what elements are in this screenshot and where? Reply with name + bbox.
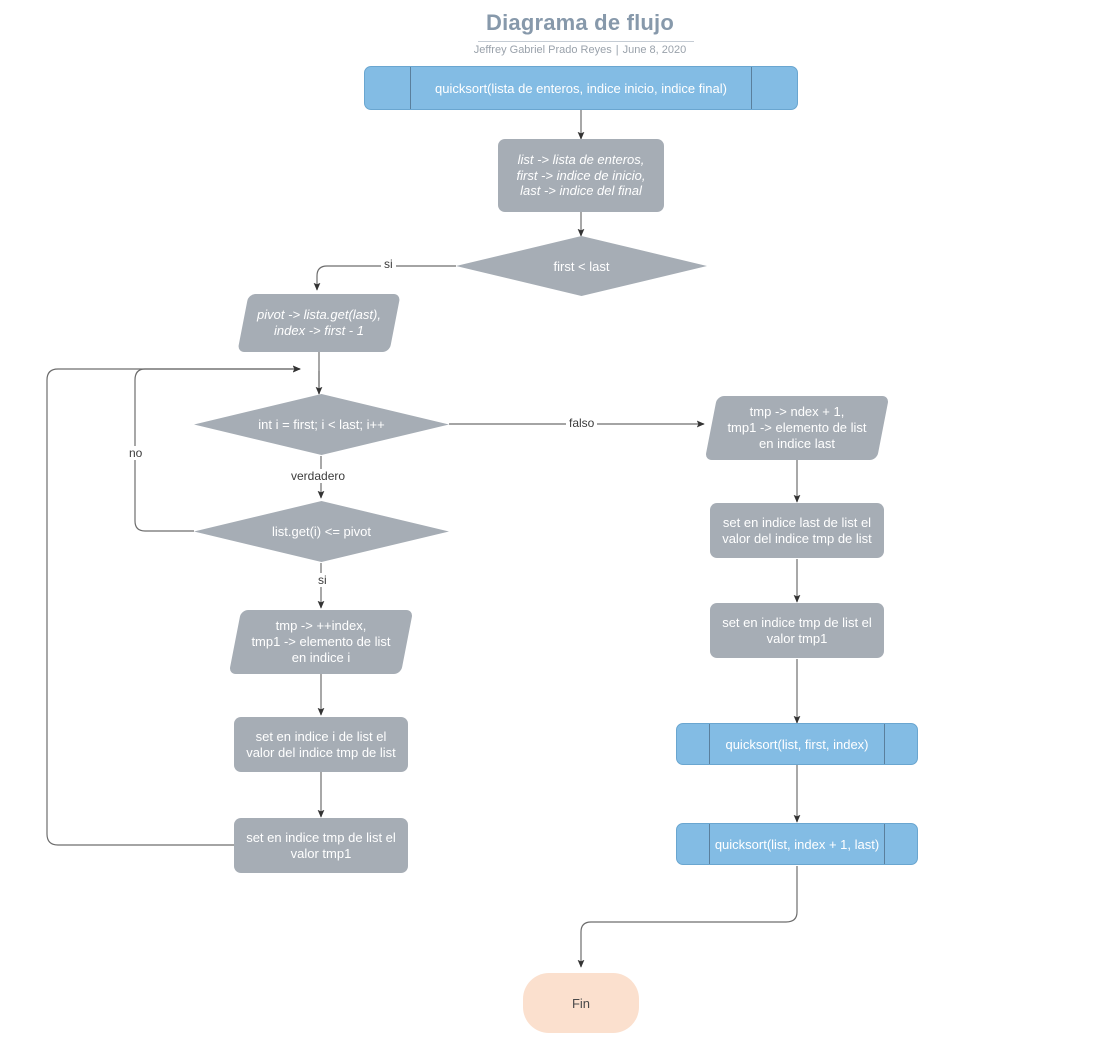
page-title: Diagrama de flujo (486, 10, 674, 35)
node-tmp-outer[interactable]: tmp -> ndex + 1,tmp1 -> elemento de list… (704, 396, 890, 460)
title-divider (478, 41, 694, 42)
edge-recurseright-to-fin (577, 866, 798, 968)
node-recursive-quicksort-left[interactable]: quicksort(list, first, index) (676, 723, 918, 765)
edge-label-falso: falso (566, 416, 598, 430)
author-name: Jeffrey Gabriel Prado Reyes (473, 44, 612, 56)
node-label: first < last (553, 258, 610, 274)
node-pivot-init[interactable]: pivot -> lista.get(last),index -> first … (237, 294, 401, 352)
subroutine-right-bar (884, 724, 885, 764)
edge-label-no: no (126, 446, 146, 460)
page-subtitle: Jeffrey Gabriel Prado Reyes|June 8, 2020 (380, 44, 780, 56)
node-decision-first-lt-last[interactable]: first < last (456, 236, 707, 296)
edge-label-si-cmp: si (315, 573, 330, 587)
subroutine-left-bar (410, 67, 411, 109)
node-label: Fin (571, 995, 591, 1011)
node-decision-for-loop[interactable]: int i = first; i < last; i++ (194, 394, 449, 455)
subroutine-right-bar (751, 67, 752, 109)
node-label: pivot -> lista.get(last),index -> first … (257, 307, 381, 338)
edge-loopback-settmp-to-forloop (46, 365, 301, 846)
edge-decision-si-to-pivot (313, 265, 456, 291)
node-label: int i = first; i < last; i++ (258, 417, 385, 432)
node-entry-quicksort-call[interactable]: quicksort(lista de enteros, indice inici… (364, 66, 798, 110)
node-label: quicksort(lista de enteros, indice inici… (435, 80, 727, 96)
subroutine-left-bar (709, 724, 710, 764)
edge-label-verdadero: verdadero (288, 469, 349, 483)
subtitle-separator: | (615, 44, 619, 56)
node-label: list -> lista de enteros,first -> indice… (516, 151, 646, 199)
node-label: tmp -> ndex + 1,tmp1 -> elemento de list… (727, 404, 867, 451)
node-decision-cmp-pivot[interactable]: list.get(i) <= pivot (194, 501, 449, 562)
subroutine-right-bar (884, 824, 885, 864)
node-label: quicksort(list, index + 1, last) (714, 836, 880, 852)
edge-label-si-first-lt-last: si (381, 257, 396, 271)
subroutine-left-bar (709, 824, 710, 864)
document-date: June 8, 2020 (622, 44, 687, 56)
node-label: quicksort(list, first, index) (725, 736, 869, 752)
node-label: list.get(i) <= pivot (272, 524, 371, 539)
node-recursive-quicksort-right[interactable]: quicksort(list, index + 1, last) (676, 823, 918, 865)
node-declarations[interactable]: list -> lista de enteros,first -> indice… (498, 139, 664, 212)
node-end-terminator[interactable]: Fin (523, 973, 639, 1033)
